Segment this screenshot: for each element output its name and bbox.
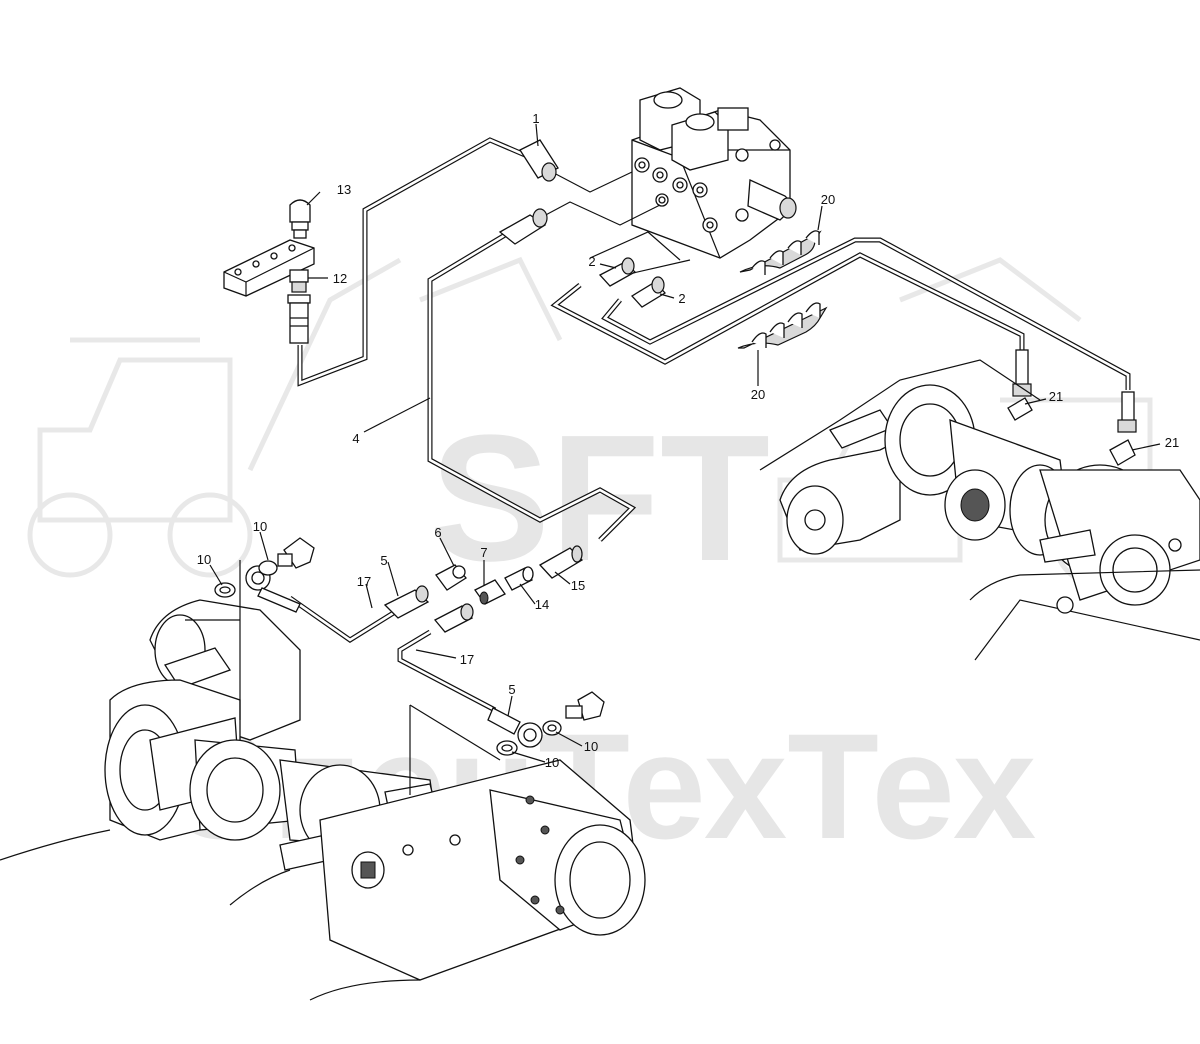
callout-10-a: 10 (197, 552, 211, 567)
callout-15: 15 (571, 578, 585, 593)
callout-1: 1 (532, 111, 539, 126)
hose-fitting-5-lower (487, 707, 543, 748)
valve-block (631, 87, 797, 259)
callout-10-c: 10 (545, 755, 559, 770)
hose-fitting-1 (519, 139, 559, 182)
connector-21-right (1109, 391, 1137, 466)
callout-12: 12 (333, 271, 347, 286)
elbow-fitting-2a (598, 257, 637, 287)
callout-6: 6 (434, 525, 441, 540)
right-axle-assembly (759, 359, 1200, 661)
callout-5-lower: 5 (508, 682, 515, 697)
leader-lines (209, 123, 1161, 763)
watermark-logo: SFT (430, 398, 770, 599)
hose-fitting-5-mid (433, 603, 474, 633)
watermark-left-tractor (27, 256, 563, 578)
callout-5-upper: 5 (380, 553, 387, 568)
tee-fitting-7 (474, 579, 506, 605)
callout-10-d: 10 (584, 739, 598, 754)
adapter-fitting-12 (287, 269, 311, 344)
clamps-20-upper (739, 230, 822, 275)
callout-14: 14 (535, 597, 549, 612)
adapter-14 (504, 566, 534, 591)
hydraulic-pipes (288, 137, 1131, 713)
callout-2-upper: 2 (588, 254, 595, 269)
elbow-fitting-6 (435, 564, 467, 591)
callout-10-b: 10 (253, 519, 267, 534)
callout-7: 7 (480, 545, 487, 560)
hose-fitting-5-upper (383, 585, 430, 619)
callout-4: 4 (352, 431, 359, 446)
callout-labels: 1 2 2 4 5 5 6 7 10 10 10 10 12 13 14 15 … (197, 111, 1179, 770)
callout-21-a: 21 (1049, 389, 1063, 404)
connector-21-left (1007, 349, 1033, 421)
banjo-bolt-left (277, 537, 315, 569)
clamps-20-lower (737, 302, 828, 349)
adapter-15 (538, 545, 584, 579)
callout-17-b: 17 (460, 652, 474, 667)
hose-fitting-4-end (498, 208, 548, 245)
callout-21-b: 21 (1165, 435, 1179, 450)
callout-13: 13 (337, 182, 351, 197)
callout-17-a: 17 (357, 574, 371, 589)
callout-2-lower: 2 (678, 291, 685, 306)
callout-20-lower: 20 (751, 387, 765, 402)
manifold-bar (223, 239, 315, 297)
callout-20-upper: 20 (821, 192, 835, 207)
banjo-bolt-lower (565, 691, 605, 721)
washers-10-lower (496, 720, 562, 756)
washers-10-left (214, 560, 278, 598)
lower-axle-assembly (0, 560, 646, 1001)
elbow-fitting-2b (630, 276, 667, 308)
breather-fitting-13 (289, 199, 311, 239)
